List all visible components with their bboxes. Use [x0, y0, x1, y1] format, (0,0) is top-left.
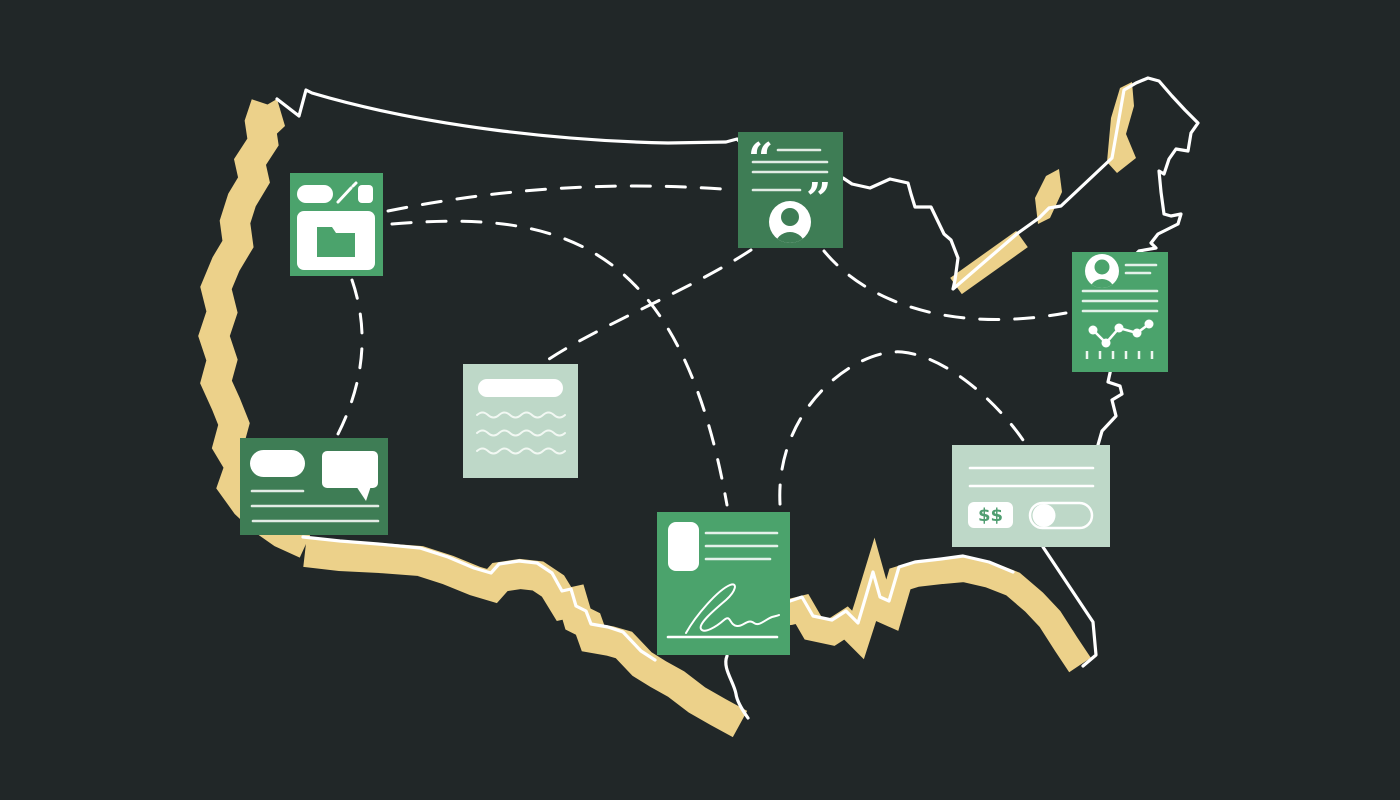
southern-border-accent: [303, 537, 748, 738]
title-bar: [478, 379, 563, 397]
chart-point: [1132, 328, 1142, 338]
square-button: [358, 185, 373, 203]
contract-card: [657, 512, 790, 655]
connector-arc-testimonial-card-to-report-card: [822, 249, 1068, 321]
wavy-text-lines: [476, 411, 566, 455]
report-card: [1072, 252, 1168, 372]
connector-arc-contract-card-to-billing-card: [778, 350, 1027, 506]
dollar-badge: $$: [968, 502, 1013, 528]
speech-bubble-icon: [322, 451, 378, 501]
browser-card: [290, 173, 383, 276]
gulf-florida-accent: [758, 537, 1091, 673]
chart-point: [1114, 323, 1124, 333]
outline-gulf-coast: [788, 554, 1015, 625]
folder-icon: [317, 227, 355, 257]
quote-open-icon: “: [748, 134, 773, 185]
toggle-switch-icon: [1028, 501, 1094, 530]
connector-arc-browser-card-to-testimonial-card: [386, 184, 737, 213]
connector-arc-testimonial-card-to-note-card: [544, 248, 753, 363]
chart-point: [1101, 338, 1111, 348]
signature-icon: [685, 583, 780, 634]
chart-point: [1088, 325, 1098, 335]
toggle-knob: [1032, 504, 1056, 527]
chat-card: [240, 438, 388, 535]
billing-card-bg: [952, 445, 1110, 547]
pencil-slash-icon: [336, 181, 358, 204]
connector-arcs: [335, 184, 1068, 507]
connector-arc-browser-card-to-contract-card: [390, 219, 729, 507]
outline-texas-tip: [724, 654, 750, 720]
map-accent-shapes: [198, 82, 1136, 738]
billing-card: $$: [952, 445, 1110, 547]
dollar-badge-text: $$: [978, 505, 1003, 526]
user-avatar-icon: [1085, 254, 1119, 288]
chart-point: [1144, 319, 1154, 329]
west-coast-accent: [198, 99, 313, 558]
speech-pill-icon: [250, 450, 305, 477]
chart-axis-ticks: [1085, 351, 1154, 359]
outline-rio-grande: [301, 535, 657, 662]
photo-placeholder: [668, 522, 699, 571]
pill-field: [297, 185, 333, 203]
line-chart-icon: [1088, 319, 1154, 348]
note-card: [463, 364, 578, 478]
lake-erie-accent: [1035, 169, 1062, 224]
connector-arc-browser-card-to-chat-card: [335, 278, 364, 438]
testimonial-card: “ ”: [738, 132, 843, 248]
user-avatar-icon: [769, 201, 811, 243]
